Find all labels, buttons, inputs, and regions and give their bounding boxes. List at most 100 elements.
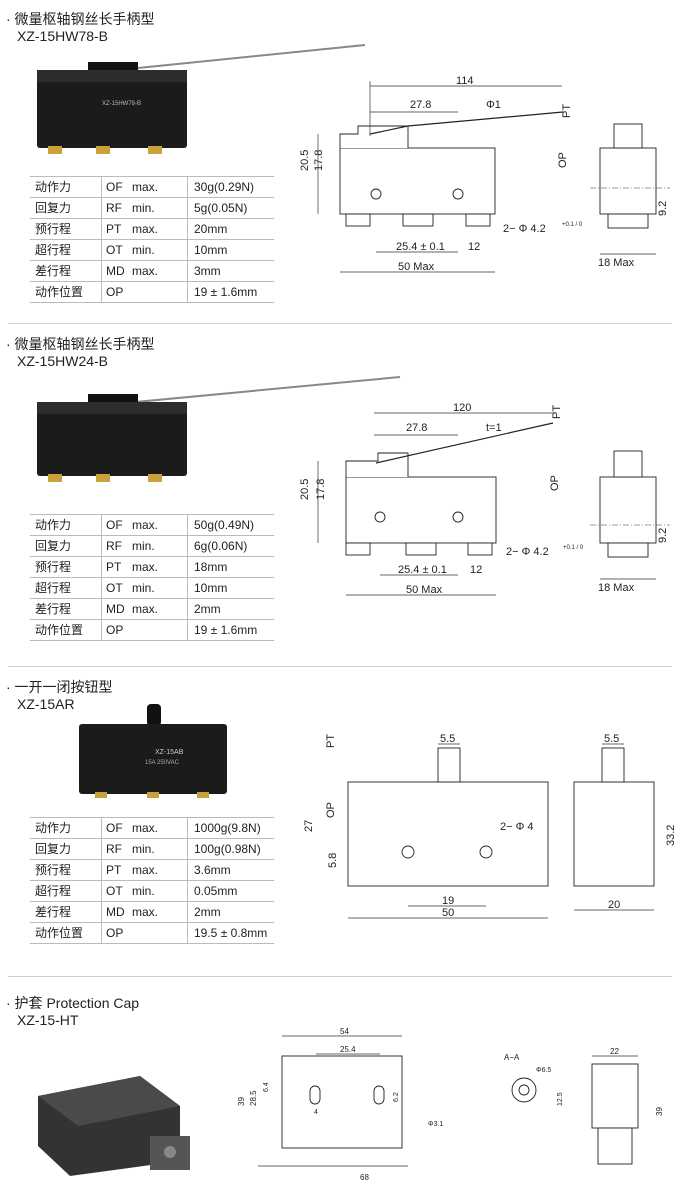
spec-name: 差行程 [30,901,102,923]
spec-abbr: OF [101,817,132,839]
dim-h1: 20.5 [299,479,311,500]
section-phi: Φ6.5 [536,1067,551,1074]
cap-slot: 4 [314,1109,318,1116]
dim-total: 120 [453,402,471,414]
spec-value: 19.5 ± 0.8mm [187,922,274,944]
spec-limit: min. [132,239,188,261]
dim-thickness: t=1 [486,422,502,434]
spec-name: 动作位置 [30,281,102,303]
dim-pt: PT [325,734,337,748]
spec-name: 差行程 [30,598,102,620]
side-width: 18 Max [598,582,635,594]
dim-tol: +0.1 / 0 [563,545,584,551]
spec-abbr: OF [101,176,132,198]
model-number: XZ-15-HT [17,1012,79,1028]
spec-name: 动作力 [30,514,102,536]
separator [8,323,672,324]
separator [8,976,672,977]
spec-name: 预行程 [30,859,102,881]
cap-pitch: 25.4 [340,1045,356,1054]
dim-op: OP [549,475,561,491]
spec-abbr: MD [101,901,132,923]
dim-h2: 17.8 [315,479,327,500]
spec-abbr: OP [101,619,132,641]
cap-height: 39 [237,1097,246,1106]
cap-d1: 6.4 [263,1082,270,1092]
spec-value: 19 ± 1.6mm [187,619,274,641]
dim-lever: 27.8 [410,99,431,111]
dim-pitch: 25.4 ± 0.1 [396,241,445,253]
spec-abbr: MD [101,260,132,282]
side-width: 18 Max [598,257,635,269]
dim-lever: 27.8 [406,422,427,434]
dim-phi: Φ1 [486,99,501,111]
spec-abbr: MD [101,598,132,620]
product-label: XZ-15AB [155,749,184,756]
dim-op: OP [325,802,337,818]
dim-width: 50 [442,907,454,919]
spec-abbr: OP [101,281,132,303]
product-photo [37,376,401,482]
separator [8,666,672,667]
dim-width: 50 Max [406,584,443,596]
spec-abbr: PT [101,218,132,240]
spec-limit [132,281,188,303]
product-photo [38,1076,190,1176]
spec-value: 3.6mm [187,859,274,881]
spec-limit: max. [132,260,188,282]
dim-h1: 20.5 [299,150,311,171]
spec-limit: max. [132,859,188,881]
section-title: · 微量枢轴钢丝长手柄型 [6,336,155,352]
side-width: 22 [610,1047,619,1056]
cap-bottom-width: 68 [360,1173,369,1182]
side-height: 9.2 [657,528,669,543]
dim-offset: 12 [468,241,480,253]
cap-top-width: 54 [340,1027,349,1036]
section-hw78: · 微量枢轴钢丝长手柄型 XZ-15HW78-B XZ-15HW78-B 动作力… [0,0,680,322]
drawing-cap-section: A−A Φ6.5 12.5 [504,1053,564,1106]
spec-name: 超行程 [30,239,102,261]
side-height: 33.2 [665,825,677,846]
spec-limit: min. [132,880,188,902]
spec-limit: max. [132,556,188,578]
spec-abbr: RF [101,197,132,219]
dim-tol: +0.1 / 0 [562,222,583,228]
spec-limit: max. [132,817,188,839]
spec-abbr: RF [101,838,132,860]
side-plunger: 5.5 [604,733,619,745]
model-number: XZ-15AR [17,696,75,712]
spec-name: 动作位置 [30,619,102,641]
drawing-cap-side: 22 39 [591,1047,664,1165]
dim-holes: 2− Φ 4.2 [506,546,549,558]
spec-value: 18mm [187,556,274,578]
spec-limit [132,922,188,944]
spec-value: 3mm [187,260,274,282]
product-photo: XZ-15HW78-B [37,44,366,154]
spec-limit: min. [132,838,188,860]
spec-limit: min. [132,535,188,557]
dim-holes: 2− Φ 4 [500,821,534,833]
cap-height2: 28.5 [249,1090,258,1106]
side-height: 39 [655,1107,664,1116]
side-width: 20 [608,899,620,911]
spec-abbr: RF [101,535,132,557]
cap-phi: Φ3.1 [428,1121,443,1128]
spec-limit: max. [132,514,188,536]
spec-limit [132,619,188,641]
dim-plunger: 5.5 [440,733,455,745]
spec-value: 50g(0.49N) [187,514,274,536]
spec-abbr: OP [101,922,132,944]
